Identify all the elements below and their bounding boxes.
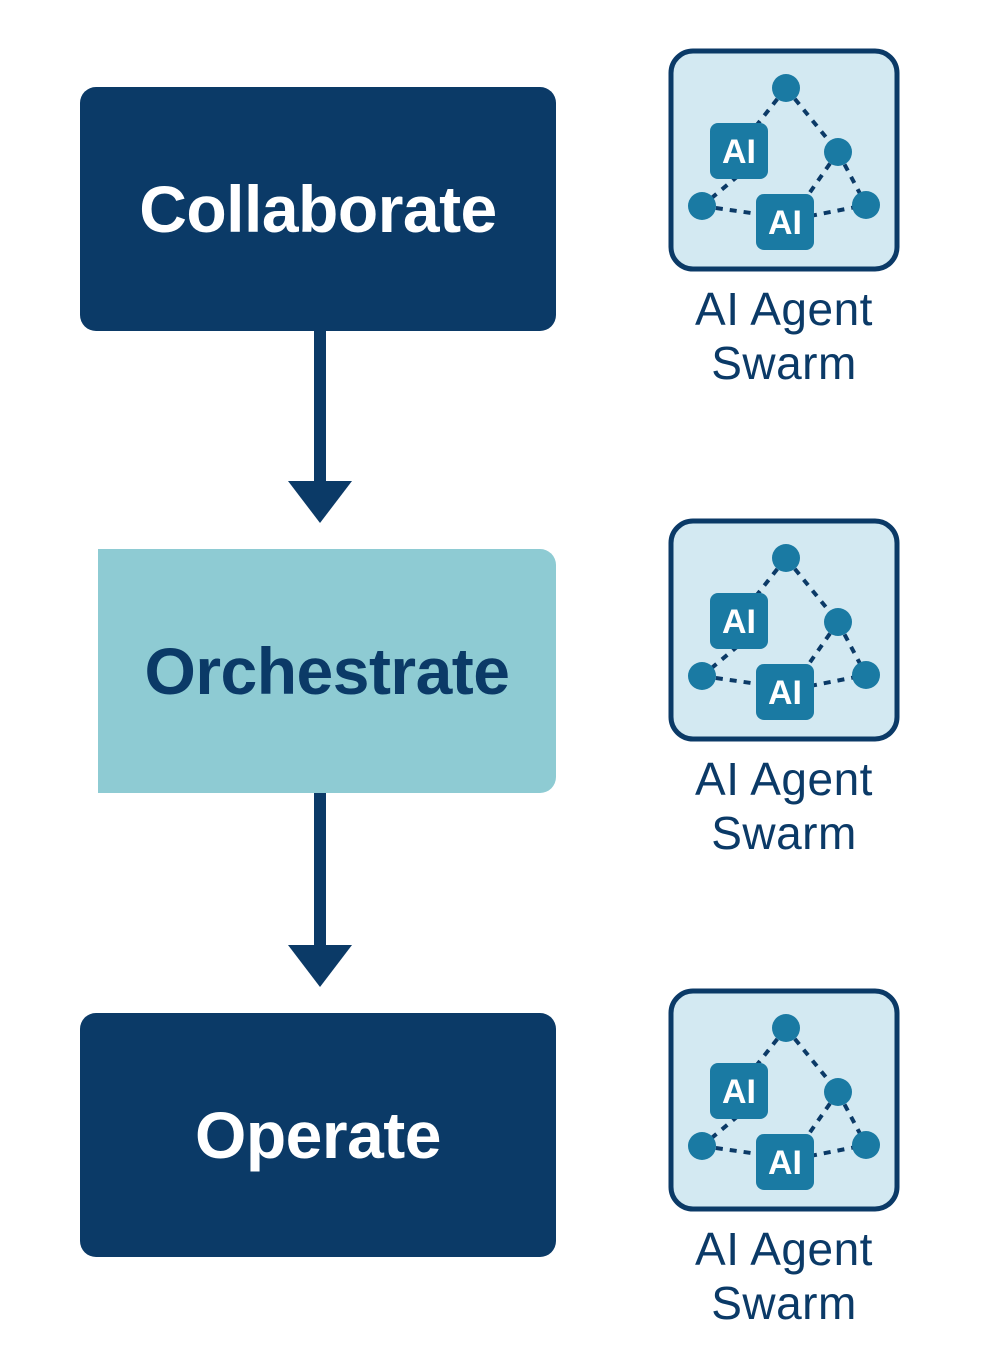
collaborate-label: Collaborate: [139, 172, 497, 246]
ai-badge-top: AI: [722, 603, 756, 641]
swarm-label: AI Agent Swarm: [668, 752, 900, 860]
down-arrow-icon: [288, 331, 352, 523]
swarm-label: AI Agent Swarm: [668, 282, 900, 390]
ai-agent-swarm-2: AI AI AI Agent Swarm: [668, 518, 900, 860]
operate-label: Operate: [195, 1098, 441, 1172]
swarm-label-line2: Swarm: [711, 337, 857, 389]
ai-network-icon: AI AI: [668, 48, 900, 272]
swarm-label: AI Agent Swarm: [668, 1222, 900, 1330]
swarm-label-line1: AI Agent: [695, 753, 873, 805]
ai-badge-bottom: AI: [768, 674, 802, 712]
down-arrow-icon: [288, 793, 352, 987]
swarm-label-line2: Swarm: [711, 1277, 857, 1329]
swarm-label-line1: AI Agent: [695, 1223, 873, 1275]
ai-badge-bottom: AI: [768, 1144, 802, 1182]
operate-box: Operate: [80, 1013, 556, 1257]
orchestrate-label: Orchestrate: [144, 634, 510, 708]
ai-agent-swarm-1: AI AI AI Agent Swarm: [668, 48, 900, 390]
ai-badge-top: AI: [722, 133, 756, 171]
ai-network-icon: AI AI: [668, 988, 900, 1212]
swarm-label-line1: AI Agent: [695, 283, 873, 335]
swarm-label-line2: Swarm: [711, 807, 857, 859]
orchestrate-box: Orchestrate: [98, 549, 556, 793]
ai-agent-swarm-3: AI AI AI Agent Swarm: [668, 988, 900, 1330]
ai-badge-top: AI: [722, 1073, 756, 1111]
ai-badge-bottom: AI: [768, 204, 802, 242]
ai-network-icon: AI AI: [668, 518, 900, 742]
collaborate-box: Collaborate: [80, 87, 556, 331]
